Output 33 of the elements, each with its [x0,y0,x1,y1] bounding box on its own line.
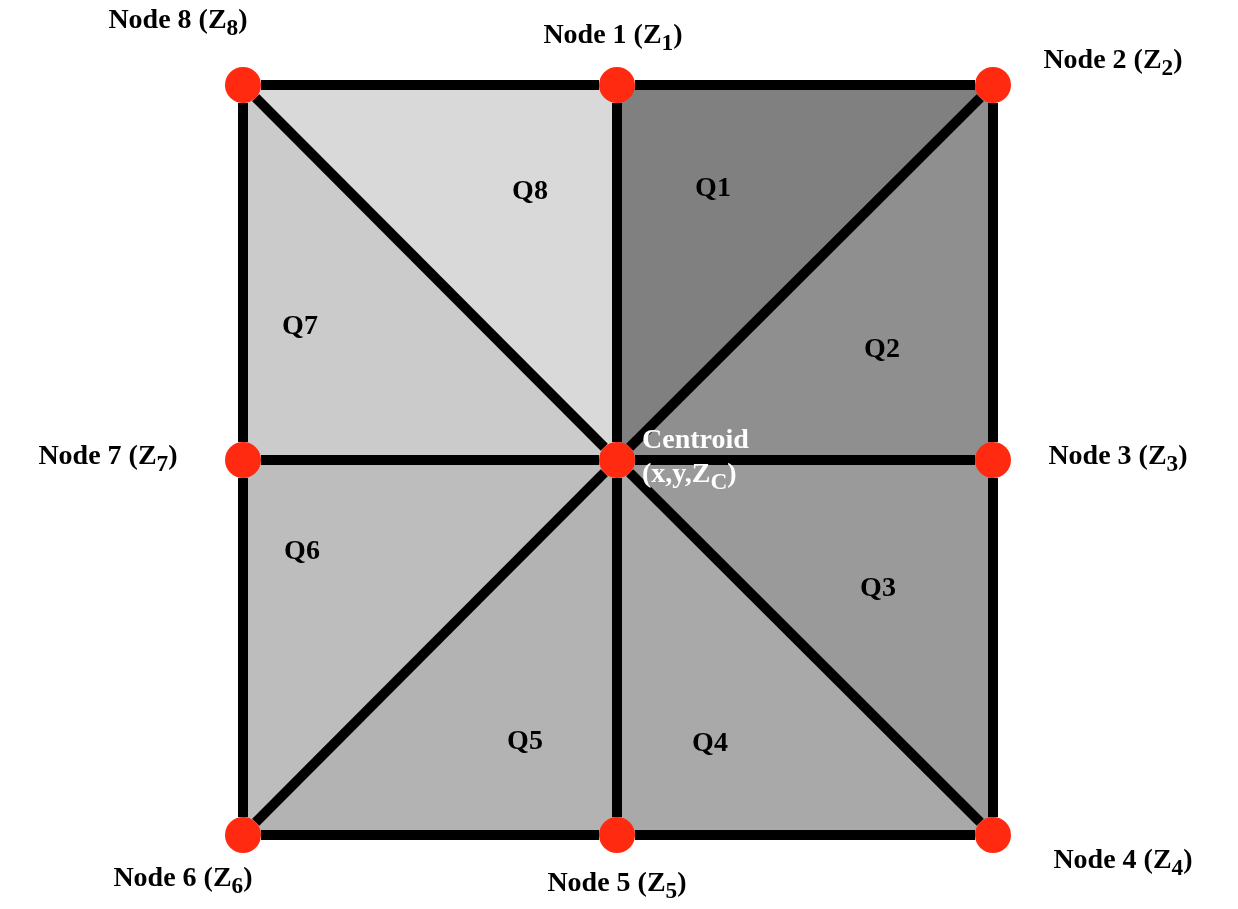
region-label: Q5 [507,724,543,756]
node-label: Node 2 (Z$_{2}$) [1043,43,1183,81]
region-label: Q7 [282,309,318,341]
node-label: Centroid (x,y,Z$_{C}$) [642,422,750,496]
edge-line [626,94,984,451]
region-label: Q2 [864,332,900,364]
region-label: Q6 [284,534,320,566]
edge-line [238,103,248,442]
edge-line [612,478,622,817]
edge-line [252,469,608,826]
edge-line [252,94,608,451]
node-label: Node 8 (Z$_{8}$) [108,3,248,41]
node-label: Node 3 (Z$_{3}$) [1048,439,1188,477]
edge-line [261,455,599,465]
node-label: Node 5 (Z$_{5}$) [547,866,687,904]
edge-line [261,80,599,90]
region-label: Q3 [860,571,896,603]
node-label: Node 6 (Z$_{6}$) [113,861,253,899]
region-label: Q8 [512,174,548,206]
region-label: Q4 [692,726,728,758]
node-label: Node 7 (Z$_{7}$) [38,439,178,477]
region-label: Q1 [695,171,731,203]
node-label: Node 4 (Z$_{4}$) [1053,843,1193,881]
edge-line [988,478,998,817]
edge-line [635,80,975,90]
edge-line [626,469,984,826]
edge-line [612,103,622,442]
edge-line [238,478,248,817]
node-label: Node 1 (Z$_{1}$) [543,18,683,56]
edge-line [988,103,998,442]
edge-line [635,455,975,465]
edge-line [635,830,975,840]
edge-line [261,830,599,840]
